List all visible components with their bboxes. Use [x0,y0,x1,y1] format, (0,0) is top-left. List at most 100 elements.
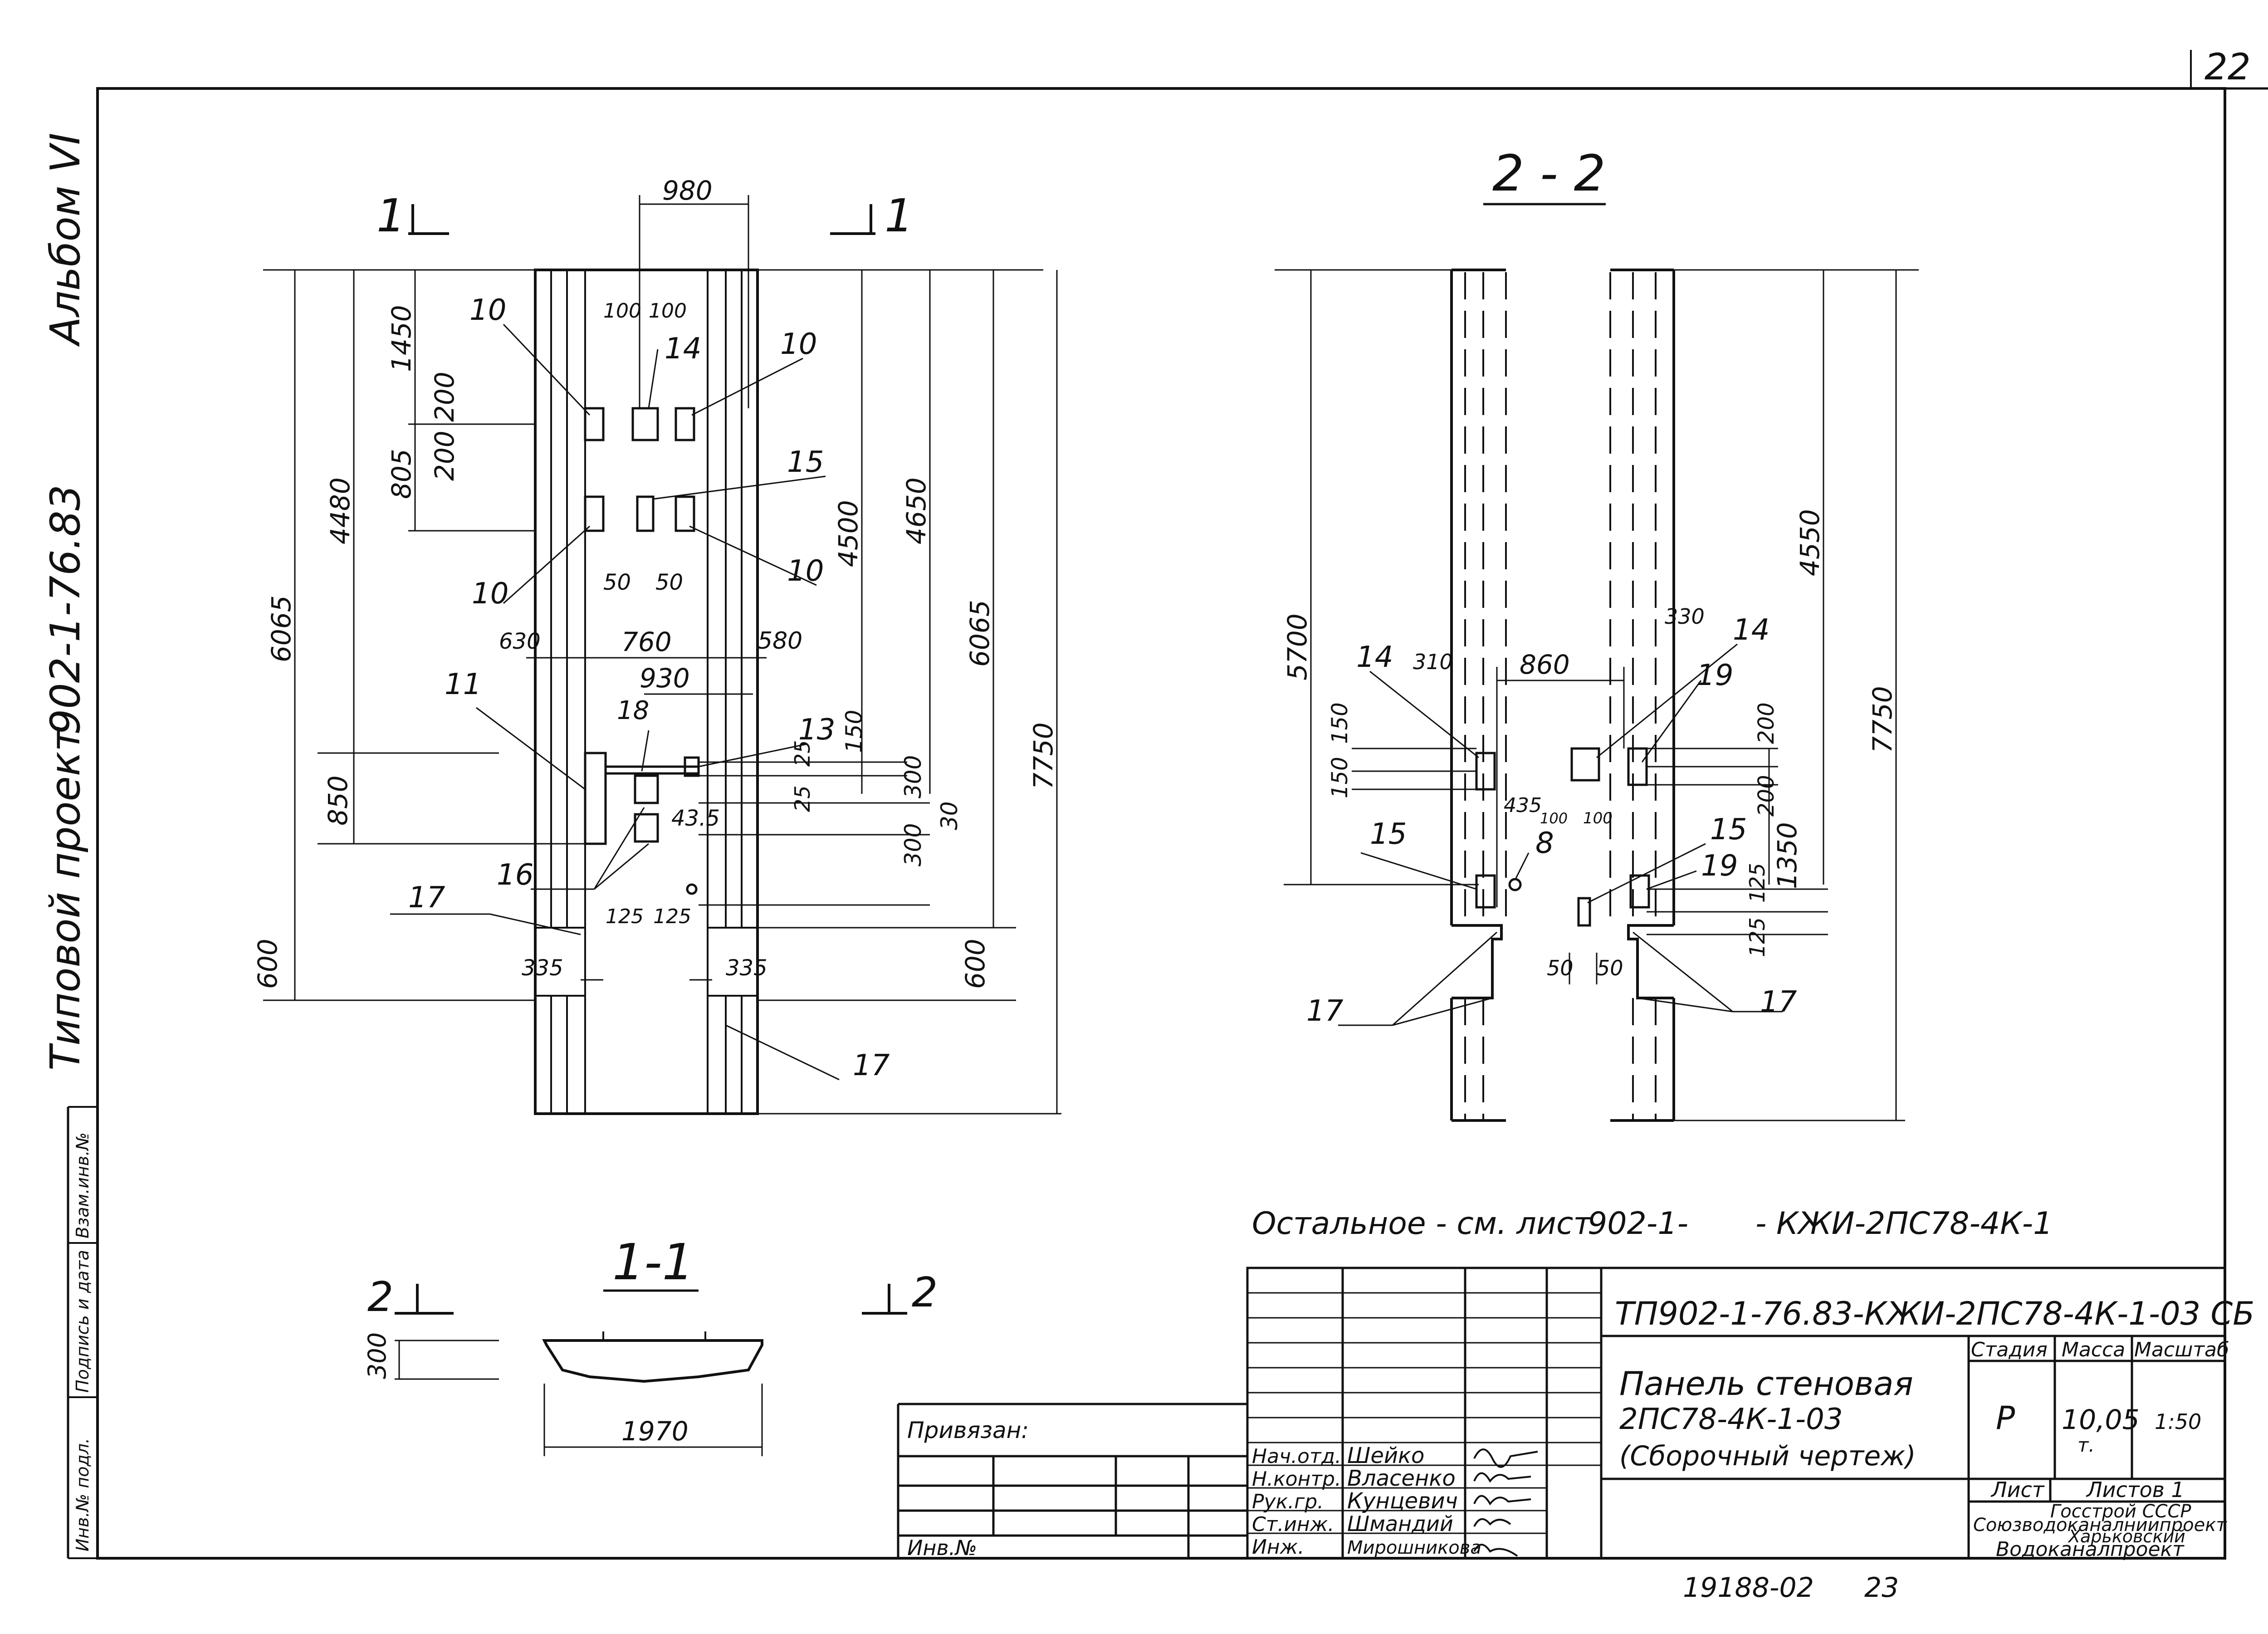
side-view-title: 2 - 2 [1492,144,1606,202]
callout-13: 13 [798,713,835,747]
dim-50-side-a: 50 [1547,956,1574,980]
front-callouts: 10 14 10 15 10 10 11 18 13 16 17 17 [390,294,890,1082]
callout-16: 16 [497,858,533,892]
section-mark-2-right: 2 [912,1269,938,1316]
bound-label: Привязан: [907,1417,1029,1443]
callout-17-front-right: 17 [853,1049,890,1082]
dim-600-left: 600 [252,939,283,989]
callout-14-side-right: 14 [1733,613,1769,647]
dim-600-right: 600 [960,939,991,989]
header-stage: Стадия [1971,1338,2048,1361]
value-scale: 1:50 [2155,1409,2201,1434]
archive-number: 19188-02 [1683,1572,1814,1604]
side-dimension-text: 5700 4550 7750 310 860 330 150 150 200 2… [1282,509,1898,980]
dim-1450: 1450 [386,305,417,372]
callout-10-bottom-left: 10 [472,577,508,611]
section-height-300: 300 [363,1332,391,1379]
side-label-replace: Взам.инв.№ [73,1132,93,1238]
callout-15-side-right: 15 [1710,813,1747,846]
callout-10-top-left: 10 [469,294,506,327]
front-dimension-lines [263,195,1061,1115]
dim-630: 630 [499,629,541,654]
dim-7750-side: 7750 [1867,686,1898,753]
dim-200a: 200 [429,372,460,422]
role-senior-eng: Ст.инж. [1252,1513,1334,1536]
dim-5700: 5700 [1282,613,1313,680]
dim-width-980: 980 [662,175,713,206]
note-line: Остальное - см. лист 902-1- - КЖИ-2ПС78-… [1252,1206,2053,1242]
sheets-label: Листов 1 [2086,1477,2185,1502]
dim-125a: 125 [606,905,644,928]
side-embedded [1475,747,1650,927]
section-mark-2-left: 2 [367,1273,393,1321]
note-ref-b: - КЖИ-2ПС78-4К-1 [1755,1206,2053,1242]
role-norm-control: Н.контр. [1252,1468,1341,1491]
dim-200-side-b: 200 [1754,775,1779,817]
callout-10-top-right: 10 [780,328,817,361]
org-line-4: Водоканалпроект [1996,1538,2185,1561]
name-engineer: Мирошникова [1347,1537,1481,1558]
name-head-dept: Шейко [1347,1443,1424,1468]
callout-17-side-left: 17 [1306,994,1344,1028]
inv-label: Инв.№ [907,1536,977,1560]
callout-18: 18 [617,696,649,725]
role-group-lead: Рук.гр. [1252,1490,1324,1513]
dim-50a: 50 [603,570,631,595]
dim-300b: 300 [900,823,926,866]
header-scale: Масштаб [2134,1338,2229,1361]
side-panel-dashed [1464,272,1657,1120]
dim-43-5: 43.5 [671,806,720,831]
footer: 19188-02 23 [1683,1572,1899,1604]
org-line-1: Госстрой СССР [2050,1501,2191,1522]
dim-435: 435 [1504,794,1542,817]
callout-15-side-left: 15 [1370,817,1407,851]
note-prefix: Остальное - см. лист [1252,1206,1592,1242]
dim-100a: 100 [603,299,641,323]
page-number: 22 [2204,46,2251,88]
dim-200b: 200 [429,431,460,481]
dim-860: 860 [1520,649,1570,680]
section-profile [542,1339,763,1383]
dim-100-side-b: 100 [1583,809,1613,827]
dim-850: 850 [323,775,353,826]
org-line-3: Харьковский [2068,1526,2185,1546]
callout-19-top: 19 [1696,659,1733,692]
project-code: 902-1-76.83 [42,484,89,735]
dim-4480: 4480 [325,477,356,544]
dim-100b: 100 [649,299,687,323]
dim-760: 760 [621,626,672,657]
dim-4550: 4550 [1794,509,1825,576]
dim-310: 310 [1413,650,1453,674]
role-engineer: Инж. [1252,1536,1304,1559]
footer-page: 23 [1864,1572,1899,1604]
dim-4650: 4650 [901,477,932,544]
callout-14-side-left: 14 [1356,641,1393,674]
front-section-marks: 1 1 [376,189,914,242]
callout-17-front-left: 17 [408,881,445,915]
side-label-sign: Подпись и дата [73,1250,93,1393]
dim-200-side-a: 200 [1754,702,1779,744]
callout-10-bottom-right: 10 [787,554,824,588]
dim-7750-front: 7750 [1028,722,1059,789]
dim-30: 30 [936,801,963,830]
dim-125-side-b: 125 [1745,917,1769,957]
dim-150-side-b: 150 [1327,757,1353,798]
dim-335-right: 335 [726,955,767,981]
dim-125b: 125 [653,905,691,928]
left-margin: Альбом VI 902-1-76.83 Типовой проект Инв… [42,133,98,1559]
dim-335-left: 335 [522,955,563,981]
dim-150-side-a: 150 [1327,702,1353,744]
side-view: 2 - 2 [1275,144,1919,1122]
doc-code: ТП902-1-76.83-КЖИ-2ПС78-4К-1-03 СБ [1615,1295,2254,1332]
value-stage: Р [1996,1399,2015,1437]
dim-125-side-a: 125 [1745,863,1769,903]
callout-15-front: 15 [787,445,824,479]
dim-580: 580 [758,627,802,655]
section-mark-left: 1 [376,189,406,242]
sheet-label: Лист [1990,1477,2045,1502]
sheet-frame: 22 [96,46,2268,1560]
title-block: ТП902-1-76.83-КЖИ-2ПС78-4К-1-03 СБ Панел… [897,1267,2254,1561]
dim-6065-right: 6065 [964,600,995,667]
side-panel-outline [1450,269,1675,1122]
side-label-inv: Инв.№ подл. [73,1438,93,1551]
